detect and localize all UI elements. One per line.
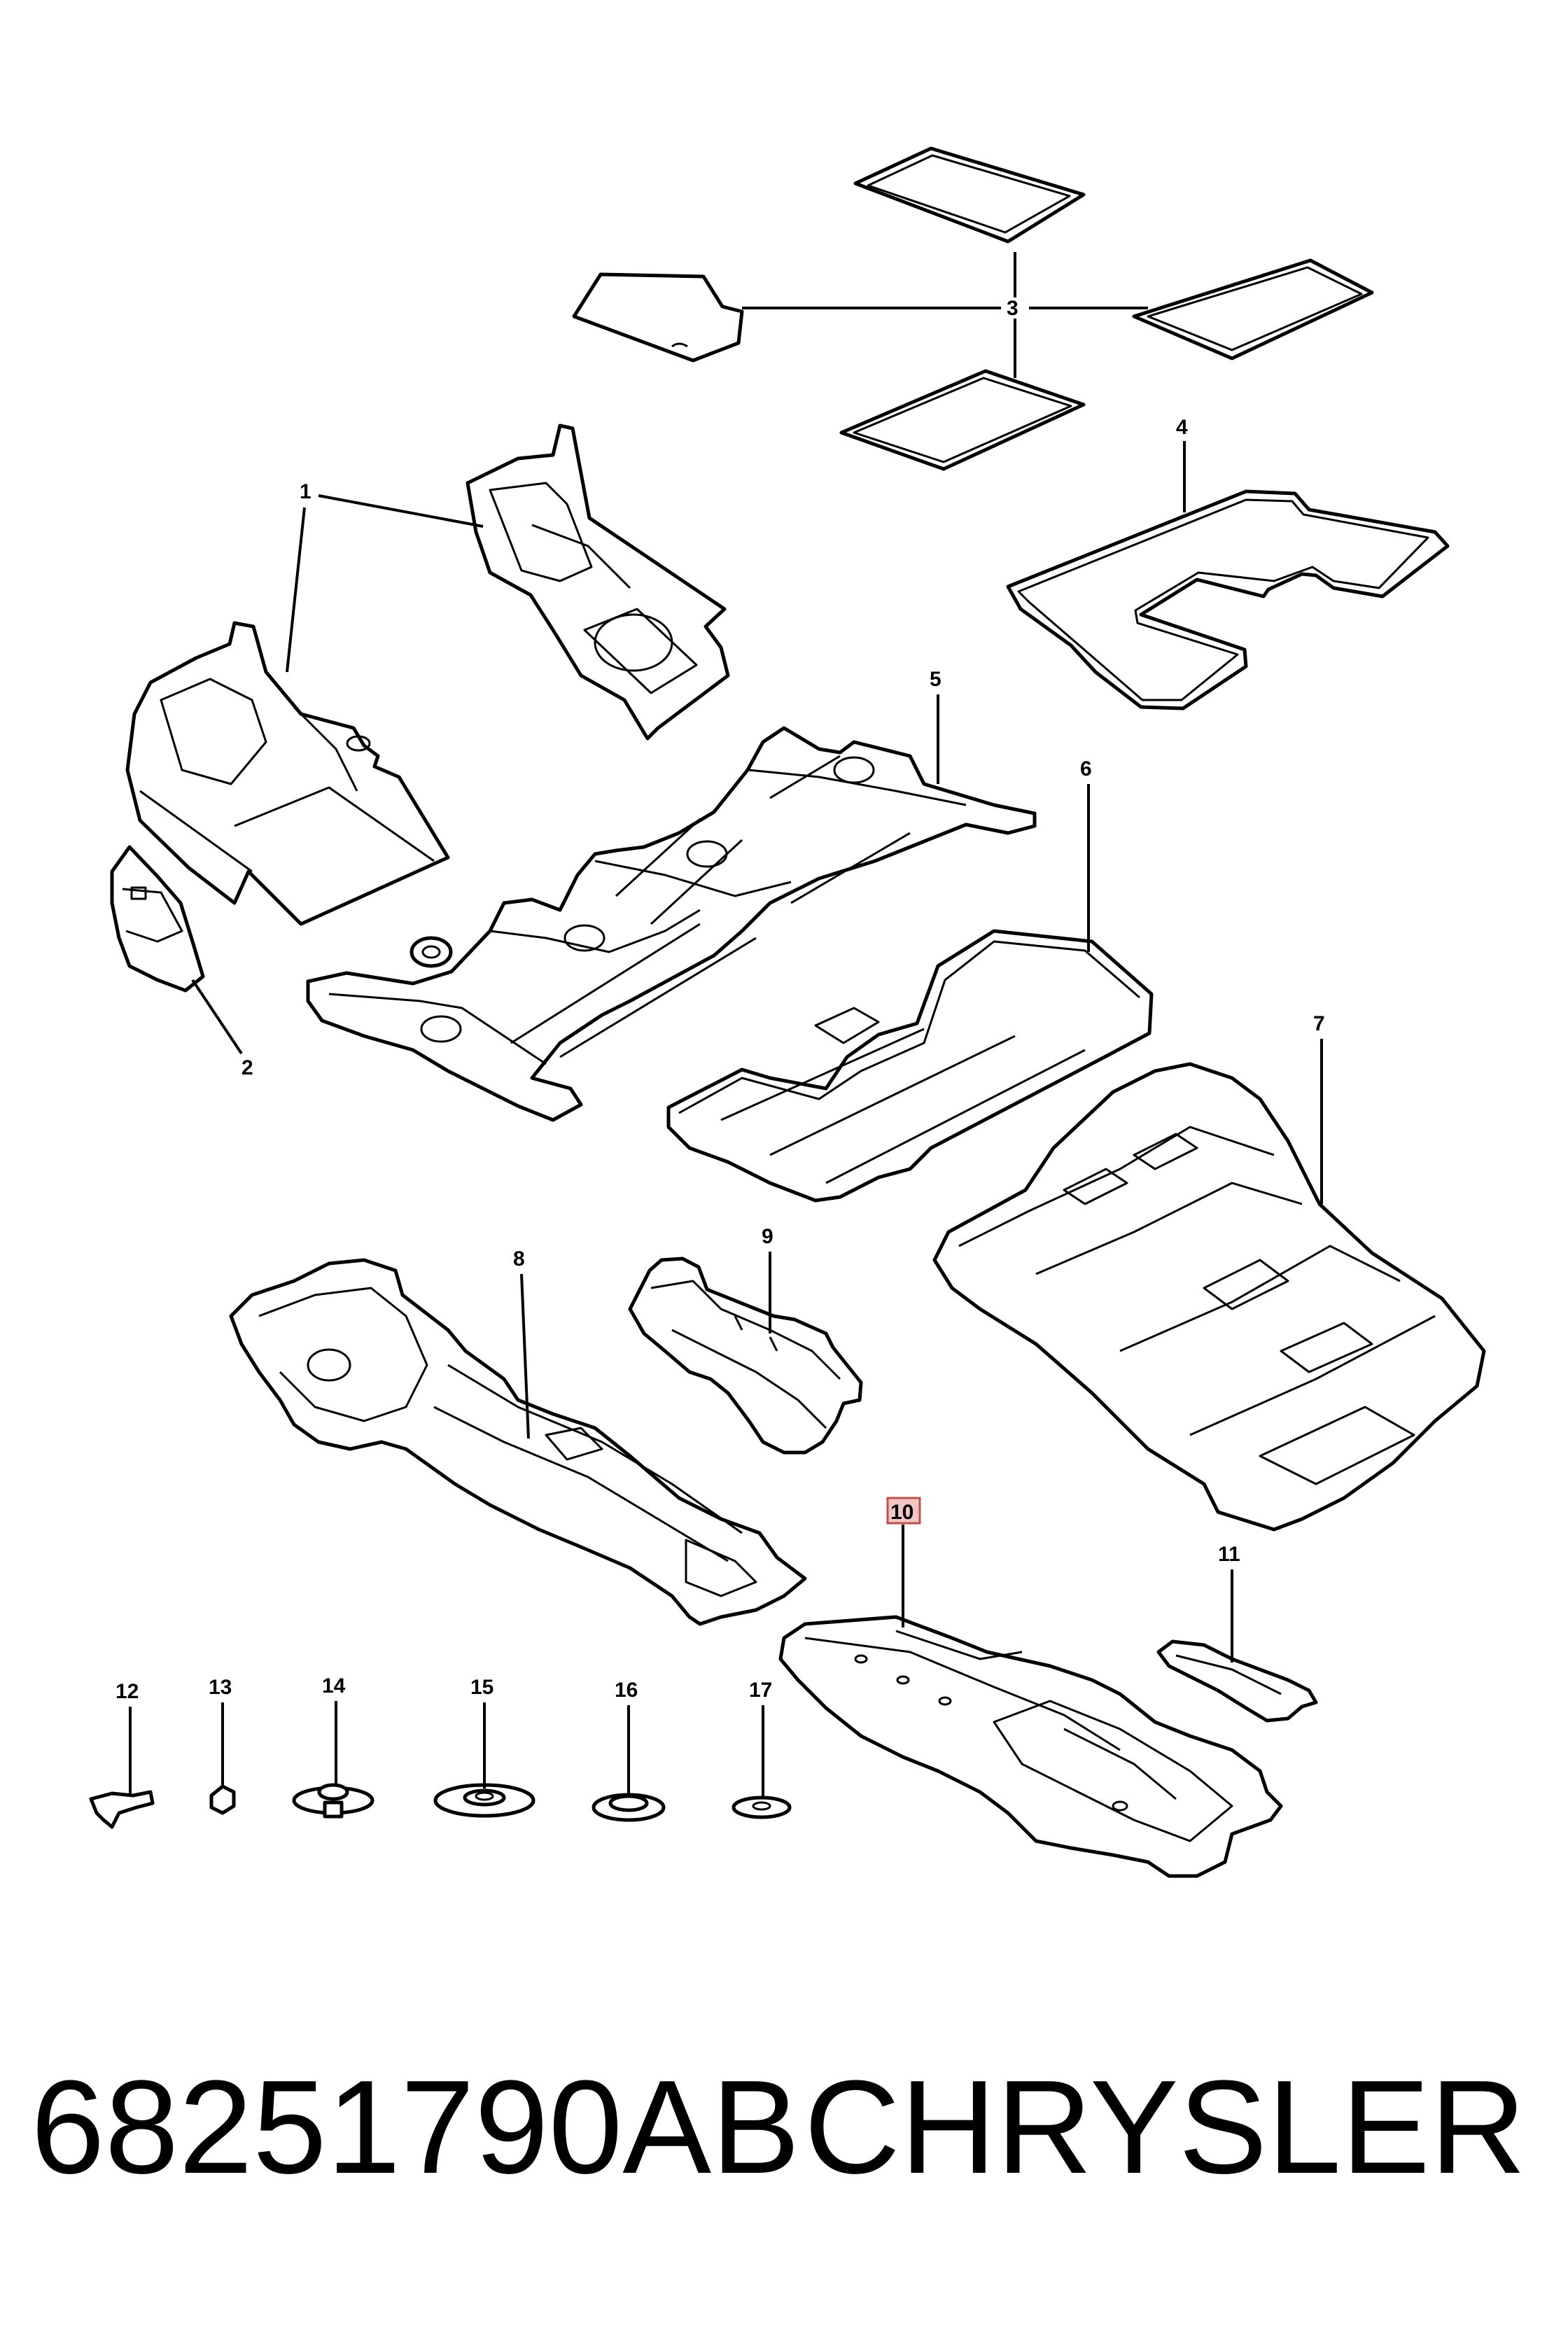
part-8-tunnel-silencer (229, 1258, 807, 1626)
part-6-rear-mat (666, 929, 1154, 1203)
part-5-floor-silencer (306, 726, 1037, 1122)
callout-17: 17 (749, 1679, 772, 1702)
part-1-front-carpet (125, 424, 730, 926)
callout-7: 7 (1313, 1012, 1325, 1035)
callout-1-leaders (286, 494, 484, 673)
part-9-tunnel-insulator (628, 1256, 863, 1455)
part-15-retainer (433, 1783, 536, 1818)
callout-14: 14 (322, 1674, 346, 1698)
callout-3-leaders (742, 252, 1148, 378)
callout-2: 2 (241, 1056, 253, 1079)
part-7-rear-carpet (932, 1062, 1486, 1532)
callout-8-leader (520, 1273, 530, 1439)
callout-10: 10 (890, 1501, 913, 1524)
floor-plug-center (421, 945, 441, 959)
part-13-nut (209, 1784, 236, 1815)
part-11-insulator-pad (1156, 1639, 1318, 1723)
callout-5: 5 (930, 668, 941, 691)
brand-name: CHRYSLER (804, 2053, 1526, 2202)
callout-6: 6 (1080, 757, 1092, 780)
callout-15: 15 (470, 1676, 493, 1699)
part-17-washer (732, 1795, 792, 1819)
part-4-cargo-mat (1006, 489, 1450, 710)
callout-1: 1 (300, 480, 312, 503)
part-10-rear-floor-pan (778, 1615, 1283, 1878)
callout-2-leader (191, 979, 243, 1055)
part-3-floor-mats (572, 146, 1374, 471)
part-number: 68251790AB (31, 2053, 800, 2202)
footer: 68251790AB CHRYSLER (0, 2051, 1568, 2261)
part-12-push-pin (89, 1790, 155, 1829)
callout-4: 4 (1176, 416, 1188, 439)
callout-9: 9 (762, 1225, 774, 1248)
callout-8: 8 (513, 1247, 525, 1270)
callout-13: 13 (209, 1676, 232, 1699)
callout-11: 11 (1218, 1543, 1240, 1566)
floor-plug (410, 936, 453, 968)
callout-10-highlight (886, 1497, 921, 1525)
part-14-retainer (292, 1783, 374, 1819)
callout-12: 12 (115, 1680, 139, 1703)
part-16-grommet (592, 1793, 666, 1822)
callout-3: 3 (1007, 297, 1018, 320)
callout-16: 16 (615, 1679, 638, 1702)
